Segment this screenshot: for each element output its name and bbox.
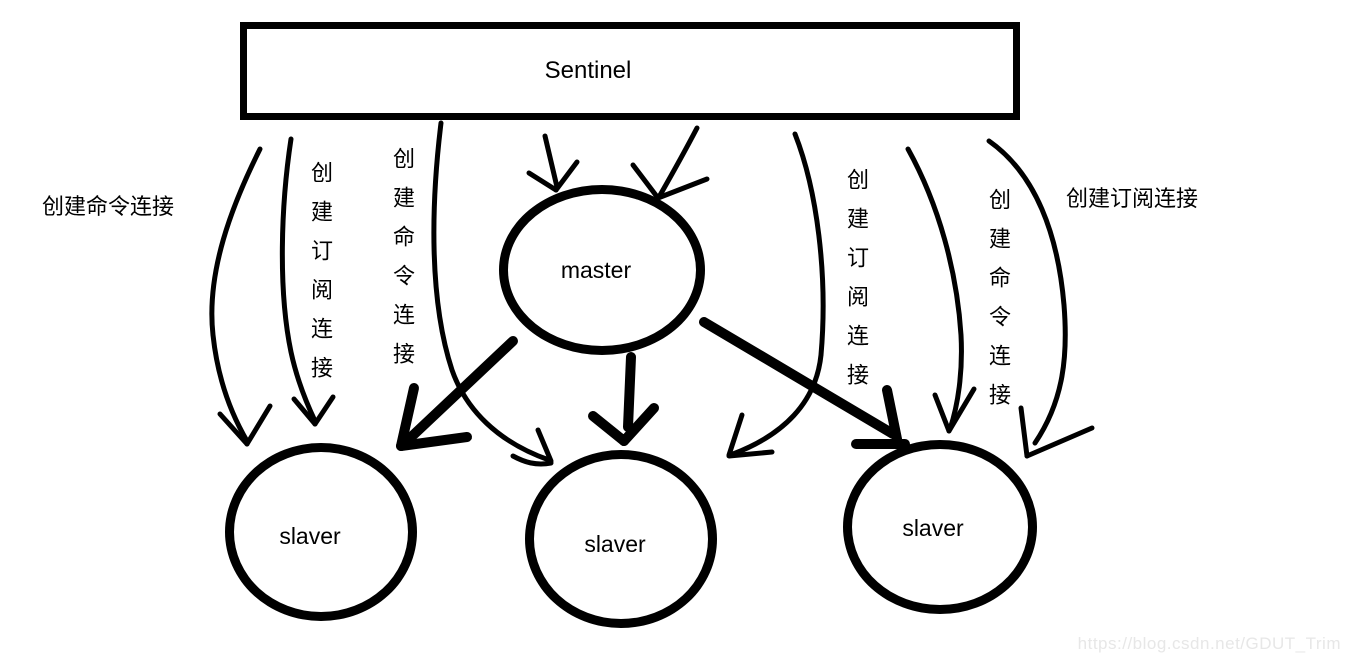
slave-node-3-label: slaver: [902, 514, 964, 541]
arrow-sentinel-to-slave3-subscribe: [986, 138, 1095, 459]
sentinel-node: Sentinel: [240, 22, 1020, 120]
label-subscribe-connection-left-vertical: 创建订阅连接: [308, 161, 333, 395]
arrow-master-to-slave3: [699, 317, 910, 449]
slave-node-2: slaver: [525, 450, 717, 628]
slave-node-2-label: slaver: [584, 530, 646, 557]
slave-node-1-label: slaver: [279, 522, 341, 549]
arrow-sentinel-to-slave2-command: [431, 120, 554, 467]
label-command-connection-left-vertical: 创建命令连接: [390, 147, 415, 381]
arrow-master-to-slave1: [396, 336, 518, 451]
master-node: master: [499, 185, 705, 355]
label-command-connection-right-vertical: 创建命令连接: [986, 188, 1011, 422]
arrow-sentinel-to-slave2-subscribe: [726, 131, 826, 459]
arrow-sentinel-to-slave3-command: [905, 146, 977, 434]
label-command-connection-left: 创建命令连接: [42, 194, 175, 219]
arrow-sentinel-to-slave1-subscribe: [279, 136, 336, 427]
arrow-sentinel-to-master-right: [630, 125, 710, 201]
slave-node-1: slaver: [225, 443, 417, 621]
master-node-label: master: [560, 256, 632, 283]
label-subscribe-connection-right: 创建订阅连接: [1066, 186, 1199, 211]
sentinel-node-label: Sentinel: [544, 57, 632, 84]
label-subscribe-connection-right-vertical: 创建订阅连接: [844, 168, 869, 402]
csdn-watermark: https://blog.csdn.net/GDUT_Trim: [1077, 634, 1341, 653]
slave-node-3: slaver: [843, 440, 1037, 614]
arrow-master-to-slave2: [588, 352, 659, 446]
arrow-sentinel-to-master-left: [526, 133, 580, 193]
arrow-sentinel-to-slave1-command: [209, 146, 273, 447]
